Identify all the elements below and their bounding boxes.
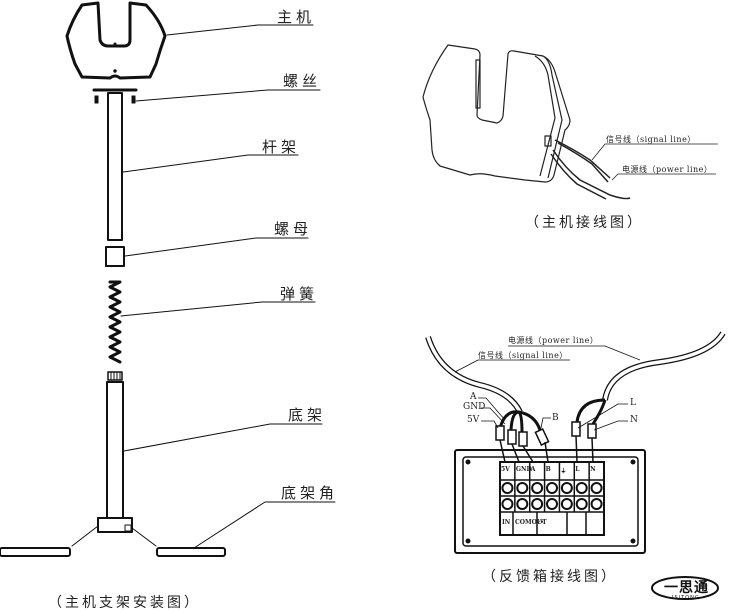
base-block	[97, 517, 133, 533]
host-power-cable	[552, 149, 631, 200]
foot-left	[0, 547, 71, 557]
terminal-label: A	[530, 466, 536, 473]
screw-right	[131, 95, 136, 104]
leader-pole	[122, 154, 299, 173]
terminal-screws	[501, 462, 603, 535]
wire-label-a: A	[470, 392, 477, 402]
terminal-screw	[546, 498, 558, 510]
terminal-block	[499, 461, 605, 536]
terminal-bottom-label: ⁄•	[539, 519, 544, 526]
caption-host-wiring: （主机接线图）	[525, 215, 644, 231]
pole	[107, 92, 123, 241]
terminal-label: 5V	[501, 466, 510, 473]
label-host-power-line: 电源线（power line）	[622, 165, 713, 174]
terminal-screw	[501, 482, 514, 494]
label-pole: 杆架	[262, 138, 301, 156]
spring	[108, 280, 122, 364]
terminal-label: B	[545, 466, 551, 473]
terminal-screw	[531, 482, 544, 494]
label-nut: 螺母	[274, 220, 313, 238]
logo: 一思通 ISITONG	[650, 575, 720, 605]
label-base: 底架	[288, 406, 327, 424]
foot-right	[156, 547, 226, 557]
caption-feedback-box-wiring: （反馈箱接线图）	[482, 569, 618, 585]
leader-fb-power	[508, 345, 641, 361]
leader-host-signal	[591, 143, 718, 161]
terminal-screw	[501, 498, 514, 510]
wire-label-5v: 5V	[467, 415, 480, 425]
terminal-screw	[546, 482, 558, 494]
wire-label-n: N	[630, 415, 638, 425]
leader-host-power	[611, 173, 716, 181]
terminal-screw	[590, 498, 603, 510]
terminal-bottom-label: IN	[502, 519, 511, 526]
terminal-screw	[516, 498, 529, 510]
terminal-label: GND	[515, 466, 532, 473]
terminal-screw	[575, 498, 588, 510]
screw-left	[94, 95, 99, 104]
leader-screw	[135, 89, 321, 102]
host-signal-cable	[554, 139, 611, 179]
label-base-foot: 底架角	[281, 484, 339, 502]
leader-host	[166, 24, 314, 36]
wire-label-l: L	[630, 398, 636, 408]
power-cable	[602, 331, 726, 401]
label-screw: 螺丝	[283, 72, 322, 90]
base-pole	[106, 381, 124, 519]
terminal-screw	[531, 498, 544, 510]
wire-label-b: B	[552, 413, 559, 423]
leader-spring	[120, 301, 316, 317]
host-unit-outline	[65, 1, 167, 80]
label-fb-power-line: 电源线（power line）	[508, 336, 599, 345]
logo-ellipse	[651, 576, 719, 600]
terminal-label: ⏚	[560, 468, 567, 475]
terminal-screw	[560, 498, 573, 510]
terminal-label: N	[590, 466, 596, 473]
leader-base-foot	[193, 501, 336, 549]
caption-stand-install: （主机支架安装图）	[48, 595, 201, 611]
label-host-signal-line: 信号线（signal line）	[606, 135, 696, 144]
logo-text: 一思通	[664, 580, 709, 596]
feedback-box-inner	[462, 456, 639, 547]
host-3d-outline	[422, 44, 571, 183]
label-spring: 弹簧	[280, 285, 319, 303]
label-fb-signal-line: 信号线（signal line）	[478, 351, 568, 360]
label-host: 主机	[277, 8, 316, 26]
terminal-screw	[516, 482, 529, 494]
terminal-label: L	[575, 466, 580, 473]
leader-nut	[124, 237, 309, 257]
base-thread	[107, 371, 123, 381]
terminal-screw	[590, 482, 603, 494]
terminal-screw	[560, 482, 573, 494]
terminal-screw	[575, 482, 588, 494]
nut	[105, 246, 125, 267]
leader-base	[123, 423, 323, 452]
terminal-bottom-label: COMOUT	[515, 519, 547, 526]
logo-subtext: ISITONG	[672, 595, 700, 601]
feedback-box-outer	[454, 449, 646, 554]
wire-label-gnd: GND	[463, 402, 486, 412]
